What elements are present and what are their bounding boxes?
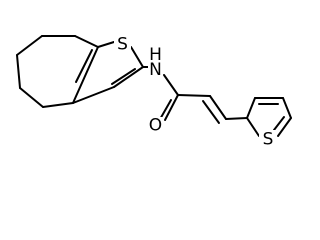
- bond-c5-s: [277, 117, 292, 137]
- bond-c7-c6: [16, 35, 43, 56]
- bond-n-carbonyl-c: [163, 74, 179, 96]
- thiophene-ring: [246, 97, 292, 137]
- bond-c5-c4: [19, 87, 44, 108]
- bond-c3a-c7a-inner: [75, 49, 93, 83]
- bond-carbonyl-c-alpha-c: [177, 94, 211, 97]
- bond-c7a-s: [97, 41, 115, 48]
- bond-s-c2: [130, 46, 144, 68]
- bond-beta-thiophene: [225, 117, 248, 120]
- bond-s-c2: [246, 117, 260, 137]
- fused-thiophene-ring: [72, 41, 144, 104]
- molecule-structure-diagram: S N H O S: [16, 35, 292, 150]
- bond-c2-c3: [246, 97, 256, 119]
- atom-label-ring-sulfur: S: [114, 35, 131, 55]
- bond-alpha-beta: [209, 95, 227, 120]
- cycloheptane-ring: [16, 35, 99, 108]
- atom-label-amide-hydrogen: H: [148, 45, 163, 65]
- atom-label-amide-nitrogen: N: [148, 60, 163, 80]
- bond-c2-c3: [113, 66, 144, 88]
- atom-label-thiophene-sulfur: S: [259, 130, 277, 150]
- ring-sulfur-label: S: [117, 35, 128, 55]
- alkene-linker: [202, 95, 248, 124]
- bond-c3a-c7a: [72, 46, 99, 104]
- bond-c5-s-inner: [273, 116, 285, 131]
- thiophene-sulfur-label: S: [263, 130, 274, 150]
- bond-c2-c3-inner: [111, 68, 136, 85]
- carbonyl-oxygen-label: O: [149, 116, 162, 136]
- atom-label-carbonyl-oxygen: O: [147, 116, 164, 136]
- bond-c7a-c8: [74, 35, 99, 48]
- bond-c4-c5: [282, 97, 292, 119]
- bond-c4-c3a: [42, 102, 74, 108]
- bond-c6-c5: [16, 54, 21, 89]
- amide-hydrogen-label: H: [149, 45, 162, 65]
- bond-c3-c3a: [72, 86, 115, 104]
- bond-alpha-beta-inner: [202, 100, 220, 124]
- bond-carbonyl-c-o: [164, 94, 179, 121]
- amide-nitrogen-label: N: [149, 60, 162, 80]
